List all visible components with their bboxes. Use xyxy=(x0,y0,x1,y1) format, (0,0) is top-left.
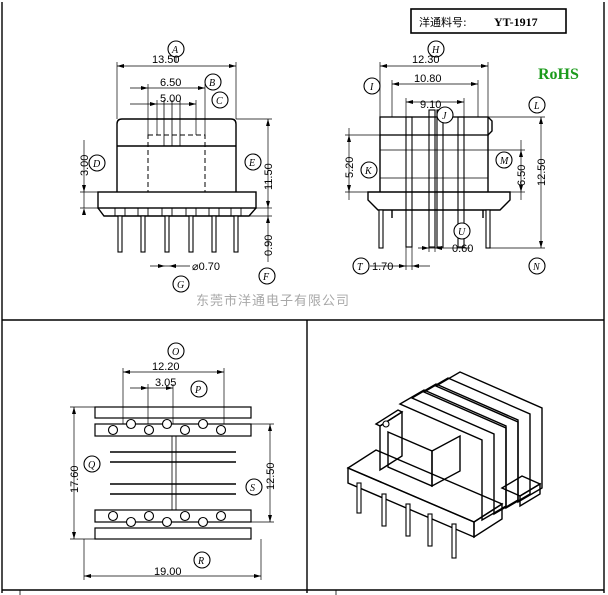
dim-letter-m: M xyxy=(499,156,509,167)
dim-letter-j: J xyxy=(442,111,447,122)
company-watermark: 东莞市洋通电子有限公司 xyxy=(196,293,350,309)
dim-letter-d: D xyxy=(92,159,101,170)
dim-letter-h: H xyxy=(431,45,440,56)
front-view: A 13.50 6.50 B 5.00 C 3.00 D xyxy=(79,40,276,293)
dim-letter-e: E xyxy=(248,158,255,169)
rohs-mark: RoHS xyxy=(538,66,579,83)
dim-letter-b: B xyxy=(209,78,215,89)
dim-letter-c: C xyxy=(216,96,223,107)
side-view: H 12.30 10.80 I 9.10 J 5.20 K L xyxy=(344,40,548,275)
dim-q-value: 17.60 xyxy=(69,465,81,493)
dim-letter-s: S xyxy=(250,483,255,494)
dim-letter-o: O xyxy=(172,347,179,358)
dim-p-value: 3.05 xyxy=(155,377,176,389)
dim-letter-g: G xyxy=(177,280,184,291)
dim-f-value: 0.90 xyxy=(263,235,275,256)
dim-a-value: 13.50 xyxy=(152,54,180,66)
part-number-box: 洋通料号: YT-1917 xyxy=(410,8,567,34)
dim-e-value: 11.50 xyxy=(263,163,275,190)
dim-letter-q: Q xyxy=(88,460,96,471)
dim-letter-t: T xyxy=(357,262,364,273)
part-number: YT-1917 xyxy=(494,15,538,29)
dim-s-value: 12.50 xyxy=(265,462,277,490)
dim-c-value: 5.00 xyxy=(160,93,181,105)
dim-letter-i: I xyxy=(369,82,374,93)
dim-letter-p: P xyxy=(194,385,201,396)
dim-u-value: 0.60 xyxy=(452,243,473,255)
dim-m-value: 6.50 xyxy=(516,165,528,186)
dim-letter-l: L xyxy=(533,101,540,112)
isometric-view xyxy=(346,371,543,559)
dim-letter-u: U xyxy=(458,227,466,238)
dim-b-value: 6.50 xyxy=(160,77,181,89)
dim-g-value: ⌀0.70 xyxy=(192,261,220,273)
top-view: 12.20 O 3.05 P 17.60 Q 12.50 S xyxy=(69,342,277,580)
dim-t-value: 1.70 xyxy=(372,261,393,273)
dim-h-value: 12.30 xyxy=(412,54,440,66)
part-label: 洋通料号: xyxy=(419,15,467,29)
dim-r-value: 19.00 xyxy=(154,566,182,578)
dim-letter-n: N xyxy=(532,262,541,273)
dim-letter-f: F xyxy=(262,272,270,283)
dim-k-value: 5.20 xyxy=(344,157,356,178)
dim-letter-r: R xyxy=(197,556,204,567)
dim-j-value: 9.10 xyxy=(420,99,441,111)
dim-n-value: 12.50 xyxy=(536,158,548,186)
dim-i-value: 10.80 xyxy=(414,73,442,85)
dim-d-value: 3.00 xyxy=(79,155,91,176)
dim-o-value: 12.20 xyxy=(152,361,180,373)
dim-letter-k: K xyxy=(364,166,373,177)
dim-letter-a: A xyxy=(171,45,179,56)
